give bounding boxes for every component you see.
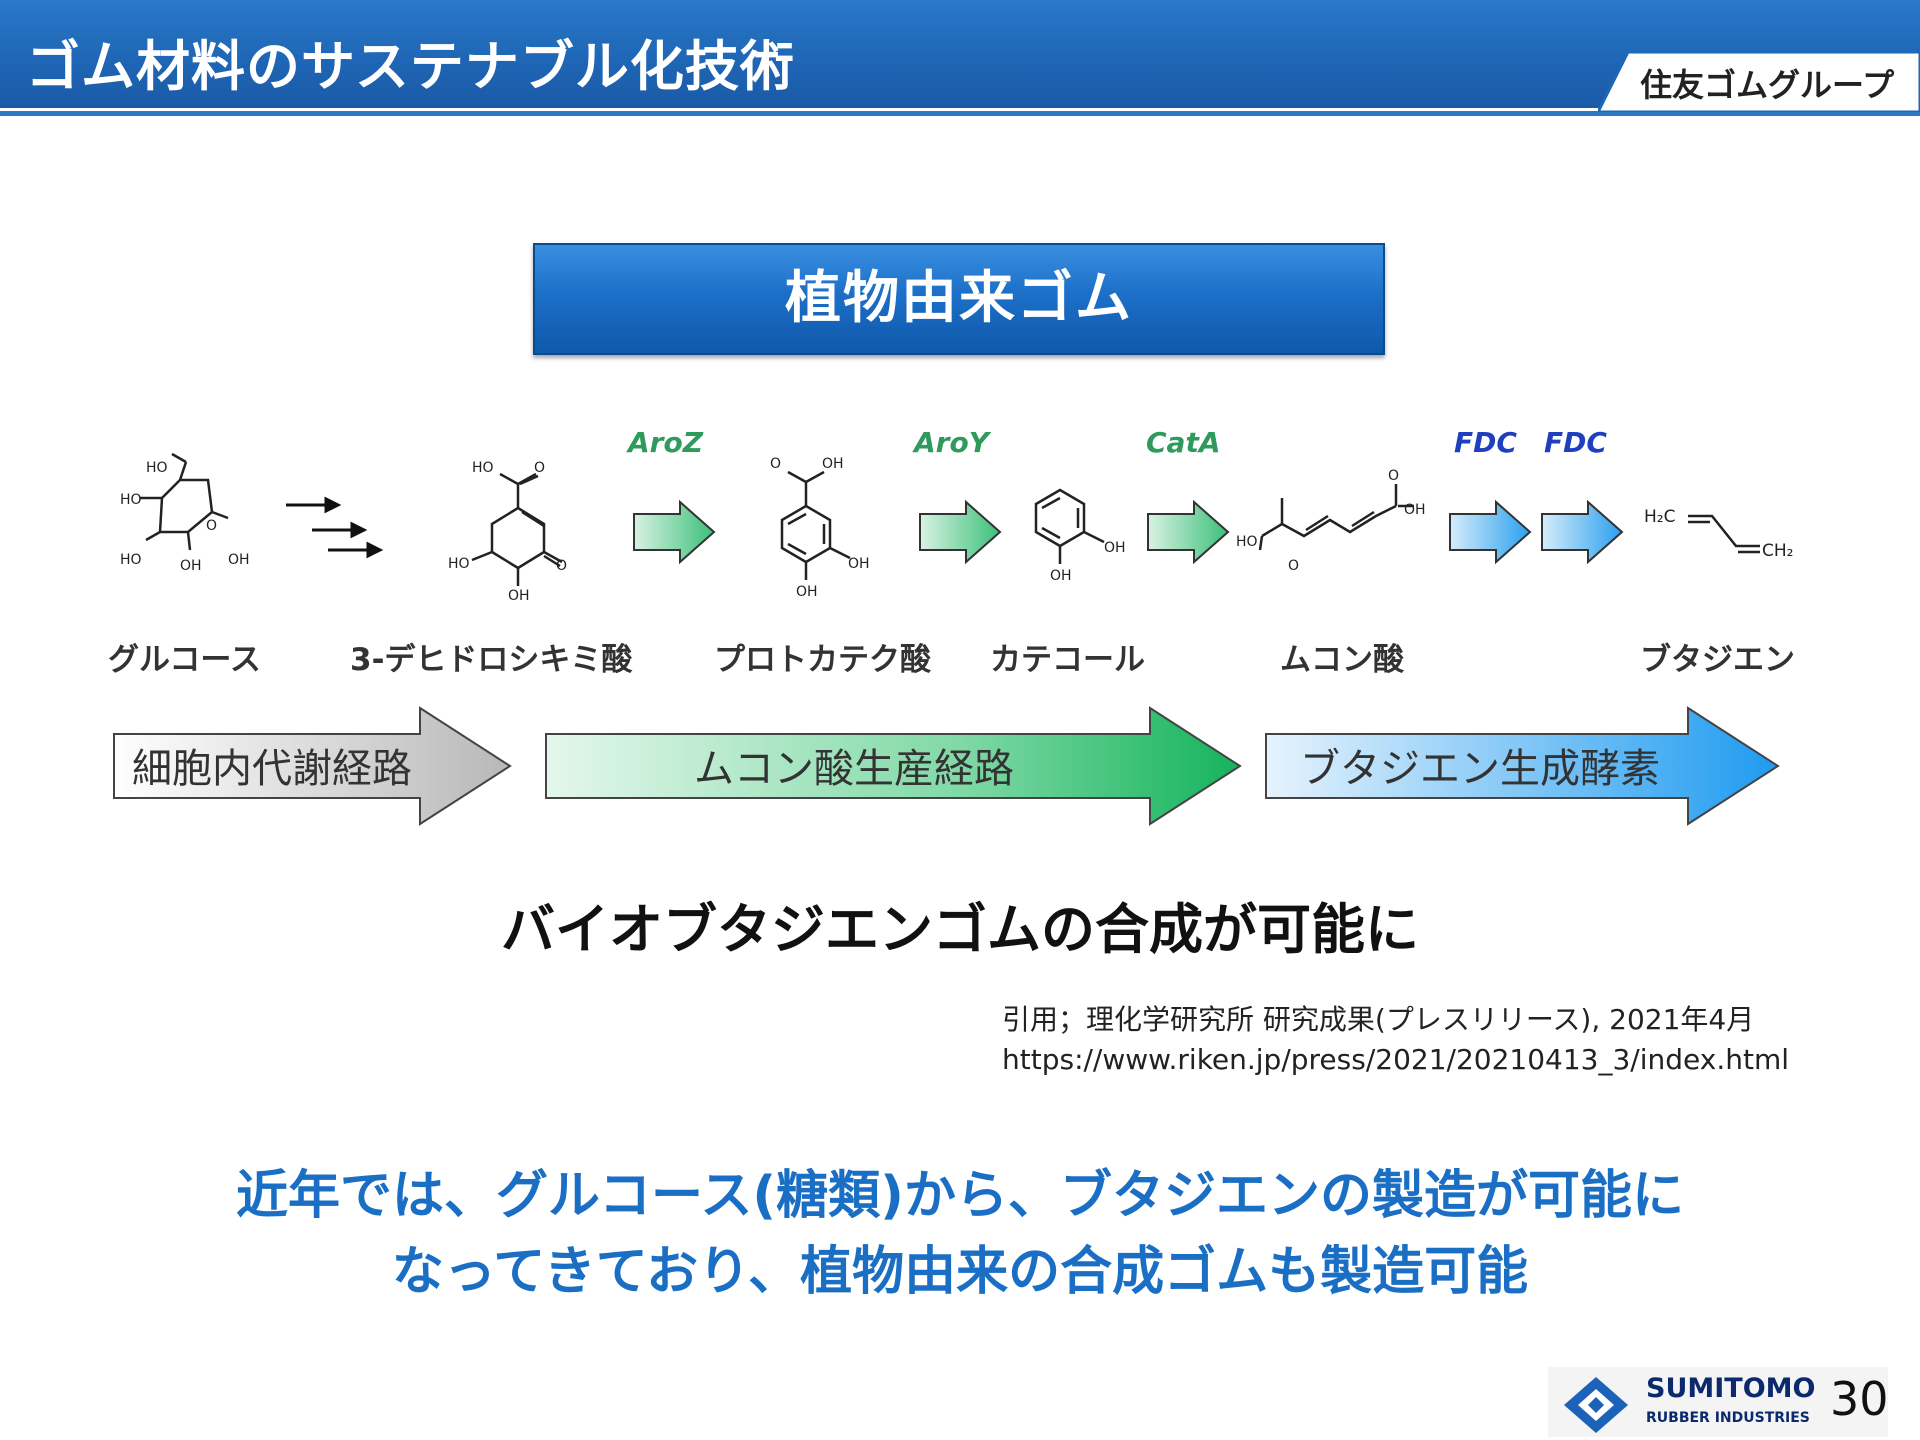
butadiene-atom-ch2: CH₂ <box>1762 541 1793 561</box>
compound-catechol: カテコール <box>990 642 1145 678</box>
glucose-atom-ring-o: O <box>206 518 217 534</box>
enzyme-cata: CatA <box>1146 426 1221 459</box>
glucose-atom-oh-right: OH <box>228 552 250 568</box>
slide-title: ゴム材料のサステナブル化技術 <box>26 35 795 98</box>
enzyme-fdc-2: FDC <box>1544 426 1607 459</box>
pca-atom-o: O <box>770 456 781 472</box>
butadiene-atom-h2c: H₂C <box>1644 507 1675 527</box>
dhs-atom-ho: HO <box>472 460 494 476</box>
muconic-atom-oh: OH <box>1404 502 1426 518</box>
dehydroshikimate-structure <box>471 472 563 586</box>
header-underline <box>0 111 1920 116</box>
dhs-atom-o-ring: O <box>556 558 567 574</box>
muconic-atom-o-bottom: O <box>1288 558 1299 574</box>
cata-step-arrow <box>1147 499 1230 565</box>
glucose-atom-ho-bottom: HO <box>120 552 142 568</box>
glucose-structure <box>140 452 229 551</box>
header-bar <box>0 0 1920 108</box>
band-label-cellular: 細胞内代謝経路 <box>132 746 412 792</box>
compound-dehydroshikimate: 3-デヒドロシキミ酸 <box>350 642 633 678</box>
glucose-atom-ho-top: HO <box>146 460 168 476</box>
compound-butadiene: ブタジエン <box>1640 642 1795 678</box>
band-butadiene-enzymes <box>1265 706 1780 826</box>
protocatechuate-structure <box>780 470 851 580</box>
fdc1-step-arrow <box>1449 499 1532 565</box>
band-label-butadiene: ブタジエン生成酵素 <box>1300 746 1660 792</box>
enzyme-aroz: AroZ <box>626 426 704 459</box>
pca-atom-oh-top: OH <box>822 456 844 472</box>
summary-line-2: なってきており、植物由来の合成ゴムも製造可能 <box>391 1242 1529 1302</box>
citation: 引用；理化学研究所 研究成果(プレスリリース), 2021年4月 https:/… <box>1002 1000 1789 1080</box>
catechol-atom-oh-right: OH <box>1104 540 1126 556</box>
page-number: 30 <box>1830 1372 1889 1426</box>
aroz-step-arrow <box>633 499 716 565</box>
compound-glucose: グルコース <box>108 642 261 678</box>
aroy-step-arrow <box>919 499 1002 565</box>
biosynthesis-pathway-diagram: HO HO HO OH OH O HO O HO OH O O OH OH OH… <box>108 426 1795 826</box>
multistep-arrows <box>286 496 384 559</box>
enzyme-aroy: AroY <box>912 426 992 459</box>
compound-protocatechuate: プロトカテク酸 <box>714 642 932 678</box>
catechol-structure <box>1034 488 1105 564</box>
band-cellular-metabolism <box>113 706 512 826</box>
group-tab <box>1598 52 1920 112</box>
muconic-atom-ho: HO <box>1236 534 1258 550</box>
citation-source: 引用；理化学研究所 研究成果(プレスリリース), 2021年4月 <box>1002 1003 1755 1036</box>
dhs-atom-ho-left: HO <box>448 556 470 572</box>
band-muconic-production <box>545 706 1242 826</box>
enzyme-fdc-1: FDC <box>1454 426 1517 459</box>
glucose-atom-oh-bottom: OH <box>180 558 202 574</box>
glucose-atom-ho-left: HO <box>120 492 142 508</box>
compound-muconic-acid: ムコン酸 <box>1280 642 1405 678</box>
logo-name: SUMITOMO <box>1646 1373 1816 1404</box>
muconic-atom-o-top: O <box>1388 468 1399 484</box>
pca-atom-oh-bottom: OH <box>796 584 818 600</box>
group-name: 住友ゴムグループ <box>1640 66 1895 104</box>
summary-line-1: 近年では、グルコース(糖類)から、ブタジエンの製造が可能に <box>236 1166 1684 1226</box>
sumitomo-rubber-logo <box>1548 1367 1888 1437</box>
catechol-atom-oh-bottom: OH <box>1050 568 1072 584</box>
result-statement: バイオブタジエンゴムの合成が可能に <box>501 898 1419 961</box>
banner-label: 植物由来ゴム <box>785 266 1133 331</box>
pca-atom-oh-right: OH <box>848 556 870 572</box>
plant-derived-rubber-banner: 植物由来ゴム <box>533 243 1385 355</box>
dhs-atom-oh: OH <box>508 588 530 604</box>
fdc2-step-arrow <box>1541 499 1624 565</box>
logo-subtitle: RUBBER INDUSTRIES <box>1646 1410 1810 1426</box>
band-label-muconic: ムコン酸生産経路 <box>694 746 1014 792</box>
dhs-atom-o-top: O <box>534 460 545 476</box>
muconic-acid-structure <box>1258 484 1414 551</box>
butadiene-structure <box>1688 514 1760 554</box>
citation-url: https://www.riken.jp/press/2021/20210413… <box>1002 1043 1790 1076</box>
summary-text: 近年では、グルコース(糖類)から、ブタジエンの製造が可能に なってきており、植物… <box>0 1158 1920 1310</box>
enzyme-arrows <box>633 499 1624 565</box>
